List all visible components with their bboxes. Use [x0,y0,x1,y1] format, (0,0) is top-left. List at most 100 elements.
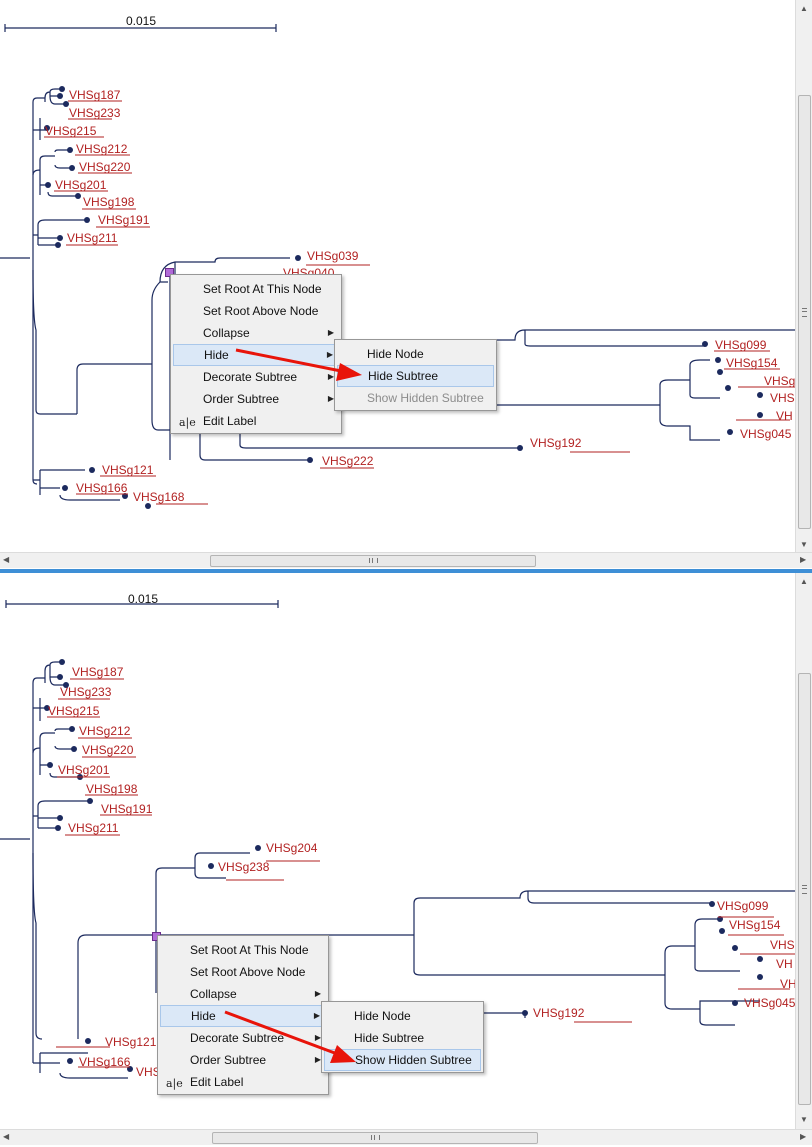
tip-label[interactable]: VHSg045 [744,996,796,1010]
tip-label[interactable]: VHSg201 [58,763,110,777]
right-arrow-icon[interactable]: ▶ [800,1132,807,1141]
tip-label[interactable]: VHSg198 [83,195,135,209]
down-arrow-icon[interactable]: ▼ [800,540,808,549]
chevron-right-icon: ▶ [313,1011,320,1020]
tip-label[interactable]: VH [776,957,793,971]
tip-label[interactable]: VHSg045 [740,427,792,441]
horizontal-scroll-thumb[interactable] [212,1132,538,1144]
menu-item-label: Decorate Subtree [190,1031,285,1045]
tip-label[interactable]: VHSg166 [79,1055,131,1069]
menu-item-label: Order Subtree [203,392,280,406]
tip-label[interactable]: VHSg191 [101,802,153,816]
tip-label[interactable]: VHSg233 [60,685,112,699]
tip-label[interactable]: VHSg [770,938,802,952]
tip-label[interactable]: VHS [136,1065,161,1079]
tip-label[interactable]: VHS [770,391,795,405]
tip-label[interactable]: VH [780,977,797,991]
tip-label[interactable]: VHSg212 [79,724,131,738]
menu-item-label: Hide [204,348,229,362]
tip-label[interactable]: VHSg039 [307,249,359,263]
horizontal-scroll-thumb[interactable] [210,555,536,567]
menu-item-label: Order Subtree [190,1053,267,1067]
menu-item-hide[interactable]: Hide▶ [160,1005,326,1027]
vertical-scrollbar[interactable]: ▲ ▼ [795,573,812,1129]
tip-label[interactable]: VHSg099 [715,338,767,352]
tip-label[interactable]: VHSg166 [76,481,128,495]
left-arrow-icon[interactable]: ◀ [3,1132,10,1141]
submenu-item-label: Show Hidden Subtree [367,391,484,405]
tip-label[interactable]: VHSg192 [533,1006,585,1020]
tree-panel-bottom[interactable]: 0.015 VHSg187 VHSg233 VHSg215 VHSg212 VH… [0,573,812,1147]
tip-label[interactable]: VHSg233 [69,106,121,120]
menu-item-set-root-above-node[interactable]: Set Root Above Node [173,300,339,322]
tip-label[interactable]: VHSg168 [133,490,185,504]
tip-label[interactable]: VHSg [764,374,796,388]
tip-label[interactable]: VHSg192 [530,436,582,450]
submenu-item-label: Show Hidden Subtree [355,1053,472,1067]
tip-label[interactable]: VHSg212 [76,142,128,156]
hide-submenu: Hide Node Hide Subtree Show Hidden Subtr… [334,339,497,411]
tip-label[interactable]: VHSg215 [48,704,100,718]
tip-label[interactable]: VHSg220 [82,743,134,757]
menu-item-label: Collapse [190,987,237,1001]
menu-item-decorate-subtree[interactable]: Decorate Subtree ▶ [160,1027,326,1049]
menu-item-decorate-subtree[interactable]: Decorate Subtree▶ [173,366,339,388]
tip-label[interactable]: VHSg187 [69,88,121,102]
edit-label-icon: a|e [179,416,196,429]
tip-label[interactable]: VHSg220 [79,160,131,174]
menu-item-label: Edit Label [203,414,257,428]
left-arrow-icon[interactable]: ◀ [3,555,10,564]
tip-label[interactable]: VHSg154 [729,918,781,932]
tip-label[interactable]: VHSg121 [102,463,154,477]
up-arrow-icon[interactable]: ▲ [800,4,808,13]
tree-canvas-bottom[interactable] [0,573,812,1147]
down-arrow-icon[interactable]: ▼ [800,1115,808,1124]
tree-panel-top[interactable]: 0.015 VHSg187 VHSg233 VHSg215 VHSg212 VH… [0,0,812,570]
horizontal-scrollbar[interactable]: ◀ ▶ [0,1129,812,1145]
tip-label[interactable]: VH [776,409,793,423]
horizontal-scrollbar[interactable]: ◀ ▶ [0,552,812,568]
chevron-right-icon: ▶ [314,1033,321,1042]
menu-item-label: Set Root At This Node [190,943,309,957]
tip-label[interactable]: VHSg222 [322,454,374,468]
menu-item-label: Set Root At This Node [203,282,322,296]
tip-label[interactable]: VHSg215 [45,124,97,138]
submenu-item-hide-subtree[interactable]: Hide Subtree [324,1027,481,1049]
tip-label[interactable]: VHSg211 [67,231,118,245]
vertical-scroll-thumb[interactable] [798,95,811,529]
context-menu: Set Root At This Node Set Root Above Nod… [157,935,329,1095]
tip-label[interactable]: VHSg198 [86,782,138,796]
vertical-scroll-thumb[interactable] [798,673,811,1105]
tip-label[interactable]: VHSg154 [726,356,778,370]
up-arrow-icon[interactable]: ▲ [800,577,808,586]
tip-label[interactable]: VHSg204 [266,841,318,855]
chevron-right-icon: ▶ [326,350,333,359]
tip-label[interactable]: VHSg238 [218,860,270,874]
submenu-item-show-hidden-subtree[interactable]: Show Hidden Subtree [324,1049,481,1071]
menu-item-set-root-at-node[interactable]: Set Root At This Node [160,939,326,961]
menu-item-order-subtree[interactable]: Order Subtree▶ [173,388,339,410]
submenu-item-hide-node[interactable]: Hide Node [337,343,494,365]
right-arrow-icon[interactable]: ▶ [800,555,807,564]
menu-item-set-root-above-node[interactable]: Set Root Above Node [160,961,326,983]
submenu-item-label: Hide Subtree [354,1031,425,1045]
tip-label[interactable]: VHSg211 [68,821,119,835]
menu-item-edit-label[interactable]: a|e Edit Label [173,410,339,432]
menu-item-label: Edit Label [190,1075,244,1089]
menu-item-collapse[interactable]: Collapse▶ [173,322,339,344]
vertical-scrollbar[interactable]: ▲ ▼ [795,0,812,554]
tip-label[interactable]: VHSg099 [717,899,769,913]
tip-label[interactable]: VHSg121 [105,1035,157,1049]
submenu-item-hide-node[interactable]: Hide Node [324,1005,481,1027]
menu-item-set-root-at-node[interactable]: Set Root At This Node [173,278,339,300]
menu-item-order-subtree[interactable]: Order Subtree▶ [160,1049,326,1071]
selected-node-marker[interactable] [165,268,174,277]
menu-item-collapse[interactable]: Collapse▶ [160,983,326,1005]
submenu-item-hide-subtree[interactable]: Hide Subtree [337,365,494,387]
tip-label[interactable]: VHSg191 [98,213,150,227]
scale-bar-label: 0.015 [126,14,157,28]
submenu-item-label: Hide Node [367,347,424,361]
tip-label[interactable]: VHSg201 [55,178,107,192]
tip-label[interactable]: VHSg187 [72,665,124,679]
